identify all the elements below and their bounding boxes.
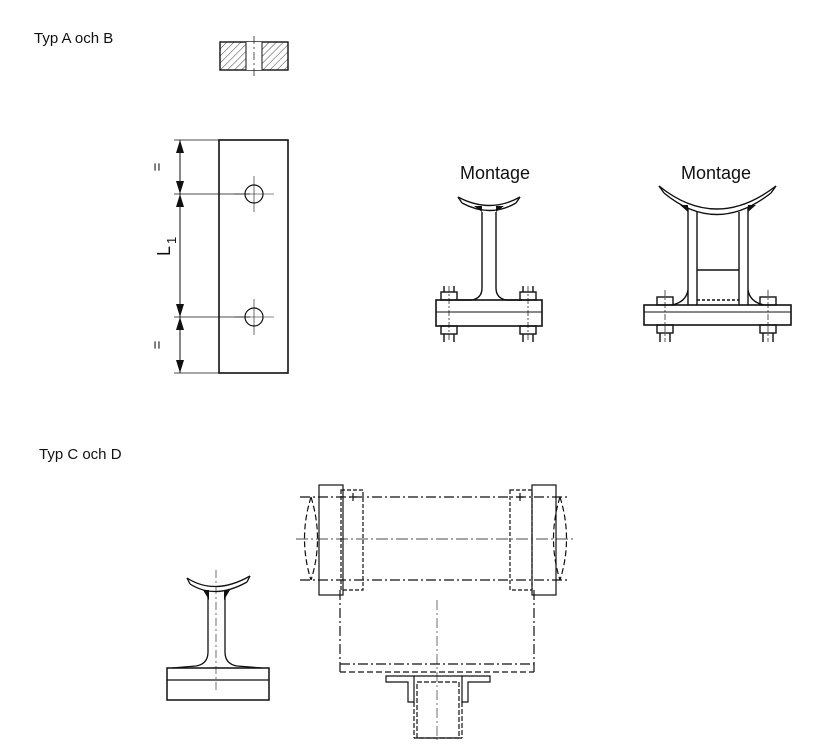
pipe-shoe-single-web <box>435 196 543 342</box>
weld-marks-c <box>203 590 230 600</box>
pipe-shoe-profile-c <box>166 570 270 701</box>
dimension-equal-top: = <box>149 162 166 171</box>
pipe-shoe-double-web <box>643 185 792 342</box>
section-label-type-ab: Typ A och B <box>34 30 114 47</box>
base-plate-plan <box>174 139 289 374</box>
pipe-clamp-assembly <box>296 484 574 740</box>
dimension-l1-subscript: 1 <box>164 237 179 244</box>
weld-marks-left <box>474 206 504 212</box>
montage-label-left: Montage <box>460 163 530 183</box>
montage-label-right: Montage <box>681 163 751 183</box>
weld-marks-right <box>680 205 756 212</box>
plate-cross-section <box>219 36 289 76</box>
dimension-equal-bottom: = <box>149 340 166 349</box>
dimension-l1: L 1 <box>154 237 179 256</box>
section-label-type-cd: Typ C och D <box>39 446 122 463</box>
dimension-l1-letter: L <box>154 246 174 256</box>
